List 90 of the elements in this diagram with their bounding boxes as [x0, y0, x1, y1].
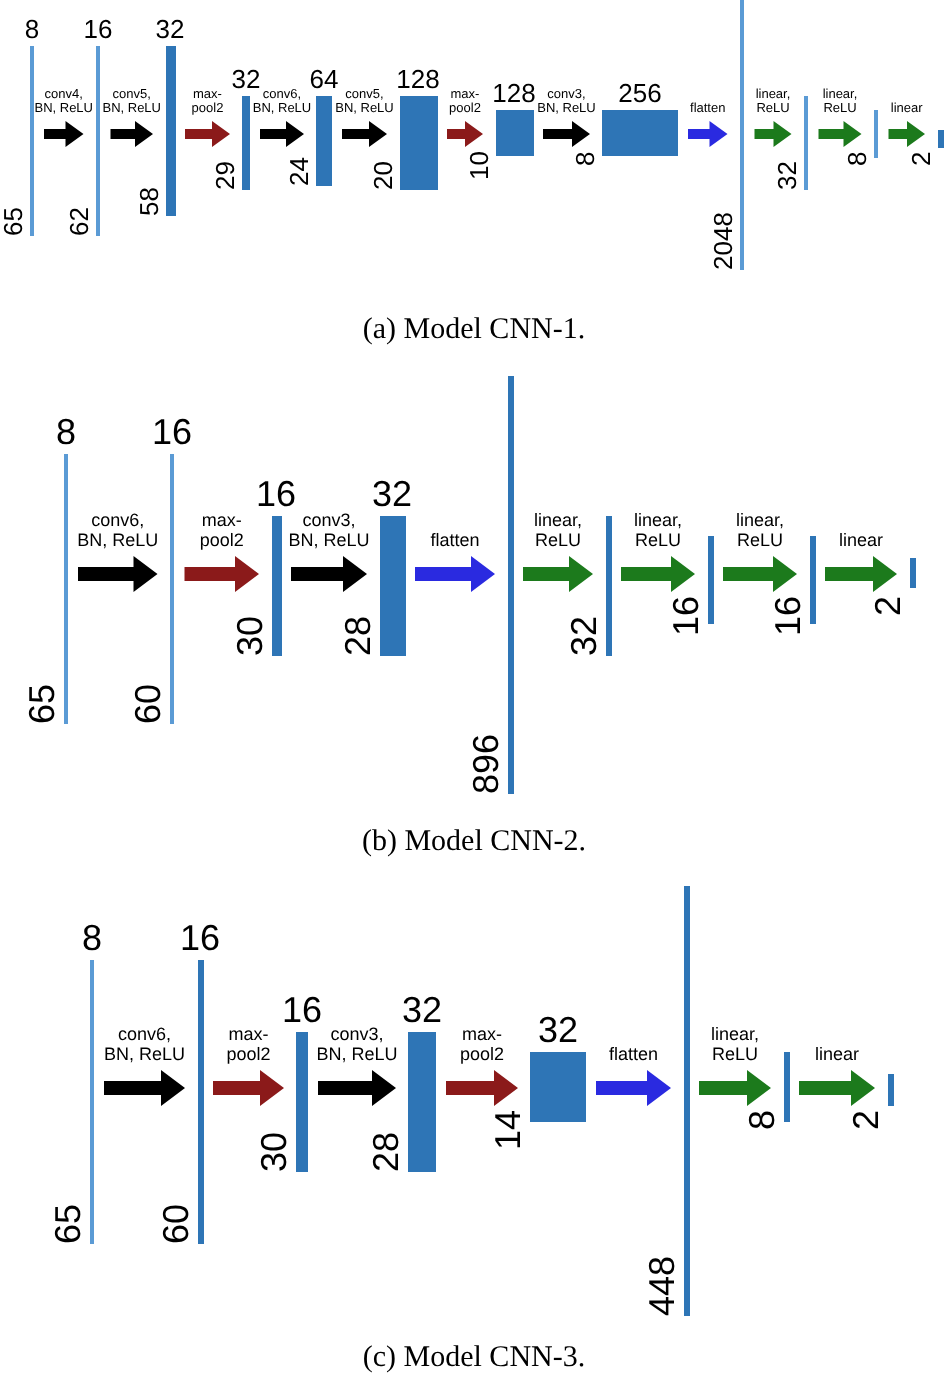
feature-length: 20 [369, 161, 395, 190]
edge-label: linear, ReLU [631, 512, 685, 552]
edge-label: max-pool2 [224, 1026, 273, 1066]
feature-length: 65 [24, 683, 60, 724]
arrow [213, 1070, 284, 1106]
channel-count: 64 [309, 66, 339, 92]
arrow [818, 121, 862, 147]
channel-count: 8 [24, 16, 40, 42]
arrow [447, 121, 483, 147]
feature-length: 60 [157, 1203, 193, 1244]
arrow [543, 121, 590, 147]
figure-caption: (c) Model CNN-3. [362, 1342, 586, 1376]
edge-label: linear, ReLU [708, 1026, 762, 1066]
feature-length: 8 [572, 151, 598, 166]
arrow [44, 121, 84, 147]
feature-length: 16 [667, 596, 703, 637]
feature-length: 2 [869, 596, 905, 617]
arrow [446, 1070, 518, 1106]
channel-count: 8 [55, 414, 76, 450]
edge-label: linear, ReLU [733, 512, 787, 552]
feature-length: 58 [135, 187, 161, 216]
edge-label: max-pool2 [457, 1026, 507, 1066]
arrow [825, 556, 897, 592]
channel-count: 32 [537, 1012, 579, 1048]
edge-label: linear, ReLU [531, 512, 585, 552]
edge-label: max-pool2 [197, 512, 246, 552]
arrow [415, 556, 495, 592]
arrow [342, 121, 387, 147]
channel-count: 256 [618, 80, 662, 106]
feature-length: 2048 [709, 212, 736, 270]
feature-length: 2 [847, 1110, 883, 1131]
edge-label: conv3, BN, ReLU [287, 512, 371, 552]
arrow [318, 1070, 396, 1106]
arrow [291, 556, 367, 592]
figure-caption: (a) Model CNN-1. [362, 314, 586, 348]
edge-label: linear [836, 532, 885, 552]
arrow [260, 121, 304, 147]
arrow [621, 556, 695, 592]
channel-count: 32 [401, 992, 443, 1028]
arrow [723, 556, 797, 592]
feature-length: 60 [129, 683, 166, 724]
arrow [888, 121, 925, 147]
feature-length: 62 [65, 207, 92, 236]
channel-count: 16 [281, 992, 323, 1028]
channel-count: 32 [155, 16, 185, 42]
feature-length: 32 [565, 615, 601, 656]
feature-length: 10 [465, 151, 491, 180]
arrow [110, 121, 153, 147]
feature-length: 28 [368, 1131, 404, 1172]
edge-label: flatten [606, 1046, 661, 1066]
channel-count: 32 [231, 66, 261, 92]
arrow [754, 121, 792, 147]
feature-length: 2 [907, 151, 933, 166]
edge-label: conv3, BN, ReLU [315, 1026, 399, 1066]
feature-length: 32 [773, 161, 800, 190]
edge-label: conv6, BN, ReLU [76, 512, 160, 552]
channel-count: 16 [151, 414, 193, 450]
feature-length: 28 [339, 615, 375, 656]
edge-label: linear [812, 1046, 861, 1066]
feature-length: 65 [50, 1203, 86, 1244]
feature-length: 8 [843, 151, 870, 166]
feature-length: 896 [467, 733, 503, 794]
feature-length: 30 [256, 1131, 292, 1172]
arrow [699, 1070, 771, 1106]
edge-label: flatten [428, 532, 482, 552]
channel-count: 8 [81, 920, 102, 956]
feature-length: 24 [286, 157, 312, 186]
arrow [185, 121, 230, 147]
feature-length: 30 [231, 615, 267, 656]
arrow [78, 556, 158, 592]
channel-count: 128 [396, 66, 440, 92]
channel-count: 128 [492, 80, 536, 106]
arrow [596, 1070, 671, 1106]
feature-length: 448 [643, 1255, 679, 1316]
feature-length: 16 [769, 596, 805, 637]
feature-length: 29 [212, 161, 238, 190]
edge-label: conv6, BN, ReLU [103, 1026, 186, 1066]
arrow [104, 1070, 185, 1106]
feature-length: 65 [0, 207, 26, 236]
arrow [184, 556, 259, 592]
channel-count: 16 [179, 920, 221, 956]
channel-count: 16 [255, 476, 297, 512]
feature-length: 8 [743, 1110, 779, 1131]
arrow [523, 556, 593, 592]
arrow [799, 1070, 875, 1106]
channel-count: 32 [371, 476, 413, 512]
arrow [688, 121, 728, 147]
figure-caption: (b) Model CNN-2. [361, 826, 587, 860]
channel-count: 16 [83, 16, 113, 42]
feature-length: 14 [490, 1110, 526, 1151]
